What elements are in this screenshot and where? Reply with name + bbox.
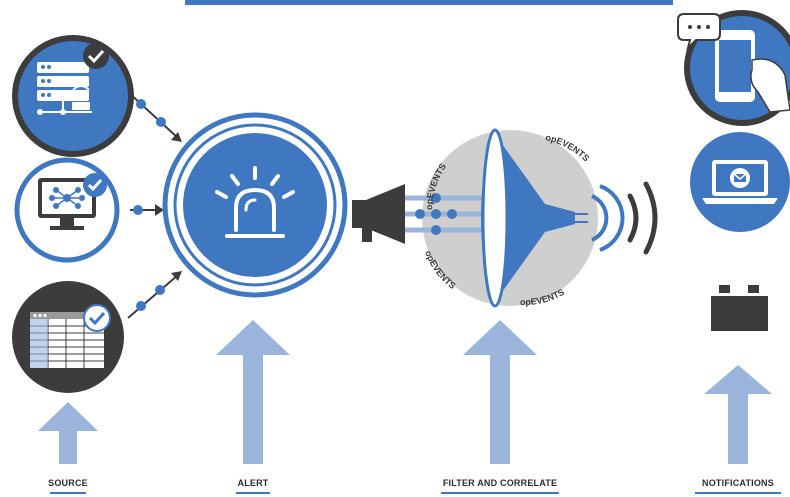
arrow-up-notifications: [704, 365, 772, 464]
chat-bubble-icon: [677, 13, 721, 52]
connector-middle: [130, 204, 164, 216]
check-badge-icon: [83, 43, 109, 69]
stage-underline: [236, 492, 270, 494]
check-badge-icon: [83, 173, 107, 197]
source-spreadsheet-node: [12, 281, 124, 393]
top-banner: [185, 0, 673, 5]
connector-bottom: [127, 271, 182, 319]
network-monitor-icon: [38, 178, 96, 230]
stage-underline: [441, 492, 559, 494]
filter-node: opEVENTS opEVENTS opEVENTS opEVENTS: [352, 128, 658, 308]
check-badge-icon: [83, 304, 111, 332]
arrow-up-filter: [463, 320, 537, 464]
server-network-icon: [37, 62, 92, 115]
arrow-up-alert: [216, 320, 290, 464]
battery-icon: [711, 285, 768, 331]
spreadsheet-icon: [30, 312, 104, 368]
megaphone-funnel-icon: [352, 128, 658, 308]
stage-underline: [695, 492, 781, 494]
source-monitor-node: [14, 157, 120, 263]
siren-icon: [215, 166, 295, 238]
stage-label-filter: FILTER AND CORRELATE: [442, 478, 558, 488]
stage-underline: [50, 492, 86, 494]
mobile-chat-icon: [715, 30, 790, 113]
stage-label-source: SOURCE: [48, 478, 88, 488]
laptop-email-icon: [702, 160, 778, 204]
connector-top: [127, 91, 182, 142]
stage-arrows: [38, 320, 772, 464]
source-connectors: [127, 91, 182, 319]
stage-label-notifications: NOTIFICATIONS: [702, 478, 774, 488]
stage-label-alert: ALERT: [237, 478, 269, 488]
notify-mobile-node: [677, 10, 790, 126]
notify-email-node: [690, 132, 790, 232]
alert-node: [162, 112, 348, 298]
arrow-up-source: [38, 402, 98, 464]
source-server-node: [12, 35, 134, 157]
